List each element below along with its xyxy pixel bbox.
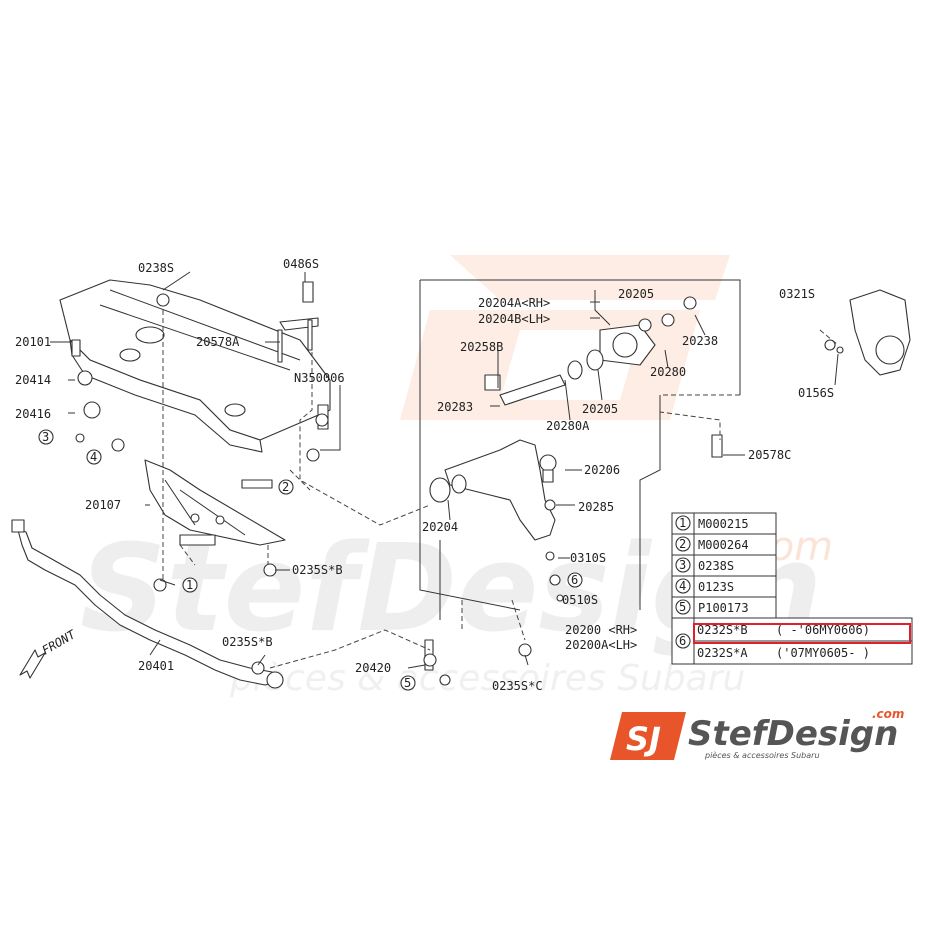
label-20280A: 20280A: [546, 419, 590, 433]
label-0321S: 0321S: [779, 287, 815, 301]
svg-text:('07MY0605- ): ('07MY0605- ): [776, 646, 870, 660]
label-20258B: 20258B: [460, 340, 503, 354]
logo-tagline: pièces & accessoires Subaru: [704, 750, 820, 760]
svg-text:0123S: 0123S: [698, 580, 734, 594]
label-20204B: 20204B<LH>: [478, 312, 550, 326]
callout-3: 3: [38, 429, 54, 445]
label-20420: 20420: [355, 661, 391, 675]
svg-text:M000215: M000215: [698, 517, 749, 531]
callout-5: 5: [400, 675, 416, 691]
label-20204: 20204: [422, 520, 458, 534]
stabilizer-bar-20401: [11, 519, 284, 689]
legend-table: 1 M000215 2 M000264 3 0238S 4 0123S 5 P100173…: [671, 512, 913, 665]
svg-text:3: 3: [679, 558, 686, 572]
reinforcement-20107: [144, 459, 286, 546]
svg-text:5: 5: [404, 676, 411, 690]
legend-row-7: 0232S*A ('07MY0605- ): [697, 646, 870, 660]
knuckle: [824, 289, 911, 376]
logo-suffix: .com: [872, 707, 904, 721]
stefdesign-logo: SJ StefDesign .com pièces & accessoires …: [610, 707, 904, 760]
label-20206: 20206: [584, 463, 620, 477]
legend-row-5: 5 P100173: [675, 599, 749, 615]
crossmember-20101: [59, 279, 331, 453]
label-20416: 20416: [15, 407, 51, 421]
label-0238S-top: 0238S: [138, 261, 174, 275]
front-label: FRONT: [40, 627, 79, 658]
svg-text:M000264: M000264: [698, 538, 749, 552]
highlight-box: [693, 623, 911, 644]
svg-text:1: 1: [186, 578, 193, 592]
legend-row-3: 3 0238S: [675, 557, 734, 573]
label-20200A: 20200A<LH>: [565, 638, 637, 652]
svg-text:( -'06MY0606): ( -'06MY0606): [776, 623, 870, 637]
label-20205-mid: 20205: [582, 402, 618, 416]
label-20283: 20283: [437, 400, 473, 414]
legend-row-6: 6 0232S*B ( -'06MY0606): [675, 623, 870, 649]
logo-mark: SJ: [626, 720, 661, 758]
svg-text:1: 1: [679, 516, 686, 530]
label-20205-top: 20205: [618, 287, 654, 301]
callout-6: 6: [567, 572, 583, 588]
legend-row-4: 4 0123S: [675, 578, 734, 594]
watermark-tagline: pièces & accessoires Subaru: [229, 658, 745, 699]
svg-text:0232S*B: 0232S*B: [697, 623, 748, 637]
svg-text:6: 6: [571, 573, 578, 587]
svg-text:2: 2: [679, 537, 686, 551]
svg-text:0238S: 0238S: [698, 559, 734, 573]
callout-4: 4: [86, 449, 102, 465]
leader-lines: [50, 271, 839, 669]
label-0235SB-left: 0235S*B: [292, 563, 343, 577]
lower-arm-20200: [429, 439, 557, 541]
logo-name: StefDesign: [688, 714, 898, 754]
label-20280: 20280: [650, 365, 686, 379]
label-0486S: 0486S: [283, 257, 319, 271]
front-arrow: FRONT: [19, 627, 79, 679]
svg-text:4: 4: [679, 579, 686, 593]
label-0235SB-mid: 0235S*B: [222, 635, 273, 649]
label-20101: 20101: [15, 335, 51, 349]
legend-row-1: 1 M000215: [675, 515, 749, 531]
label-20578C: 20578C: [748, 448, 791, 462]
label-20414: 20414: [15, 373, 51, 387]
label-0235SC: 0235S*C: [492, 679, 543, 693]
label-20238: 20238: [682, 334, 718, 348]
label-20107: 20107: [85, 498, 121, 512]
label-20200: 20200 <RH>: [565, 623, 637, 637]
part-labels: 0238S 0486S 20101 20578A 20414 N350006 2…: [15, 257, 834, 693]
label-0310S: 0310S: [570, 551, 606, 565]
label-0510S: 0510S: [562, 593, 598, 607]
svg-text:P100173: P100173: [698, 601, 749, 615]
svg-text:0232S*A: 0232S*A: [697, 646, 748, 660]
label-20578A: 20578A: [196, 335, 240, 349]
legend-row-2: 2 M000264: [675, 536, 749, 552]
svg-text:2: 2: [282, 480, 289, 494]
callout-2: 2: [278, 479, 294, 495]
label-20401: 20401: [138, 659, 174, 673]
bushing-assy-20204: [484, 296, 697, 406]
svg-text:5: 5: [679, 600, 686, 614]
label-0156S: 0156S: [798, 386, 834, 400]
label-20285: 20285: [578, 500, 614, 514]
svg-text:3: 3: [42, 430, 49, 444]
label-N350006: N350006: [294, 371, 345, 385]
label-20204A: 20204A<RH>: [478, 296, 550, 310]
callout-1: 1: [182, 577, 198, 593]
svg-text:4: 4: [90, 450, 97, 464]
callouts: 3 4 2 1 6 5: [38, 429, 583, 691]
svg-text:6: 6: [679, 634, 686, 648]
hardware: [75, 281, 723, 686]
